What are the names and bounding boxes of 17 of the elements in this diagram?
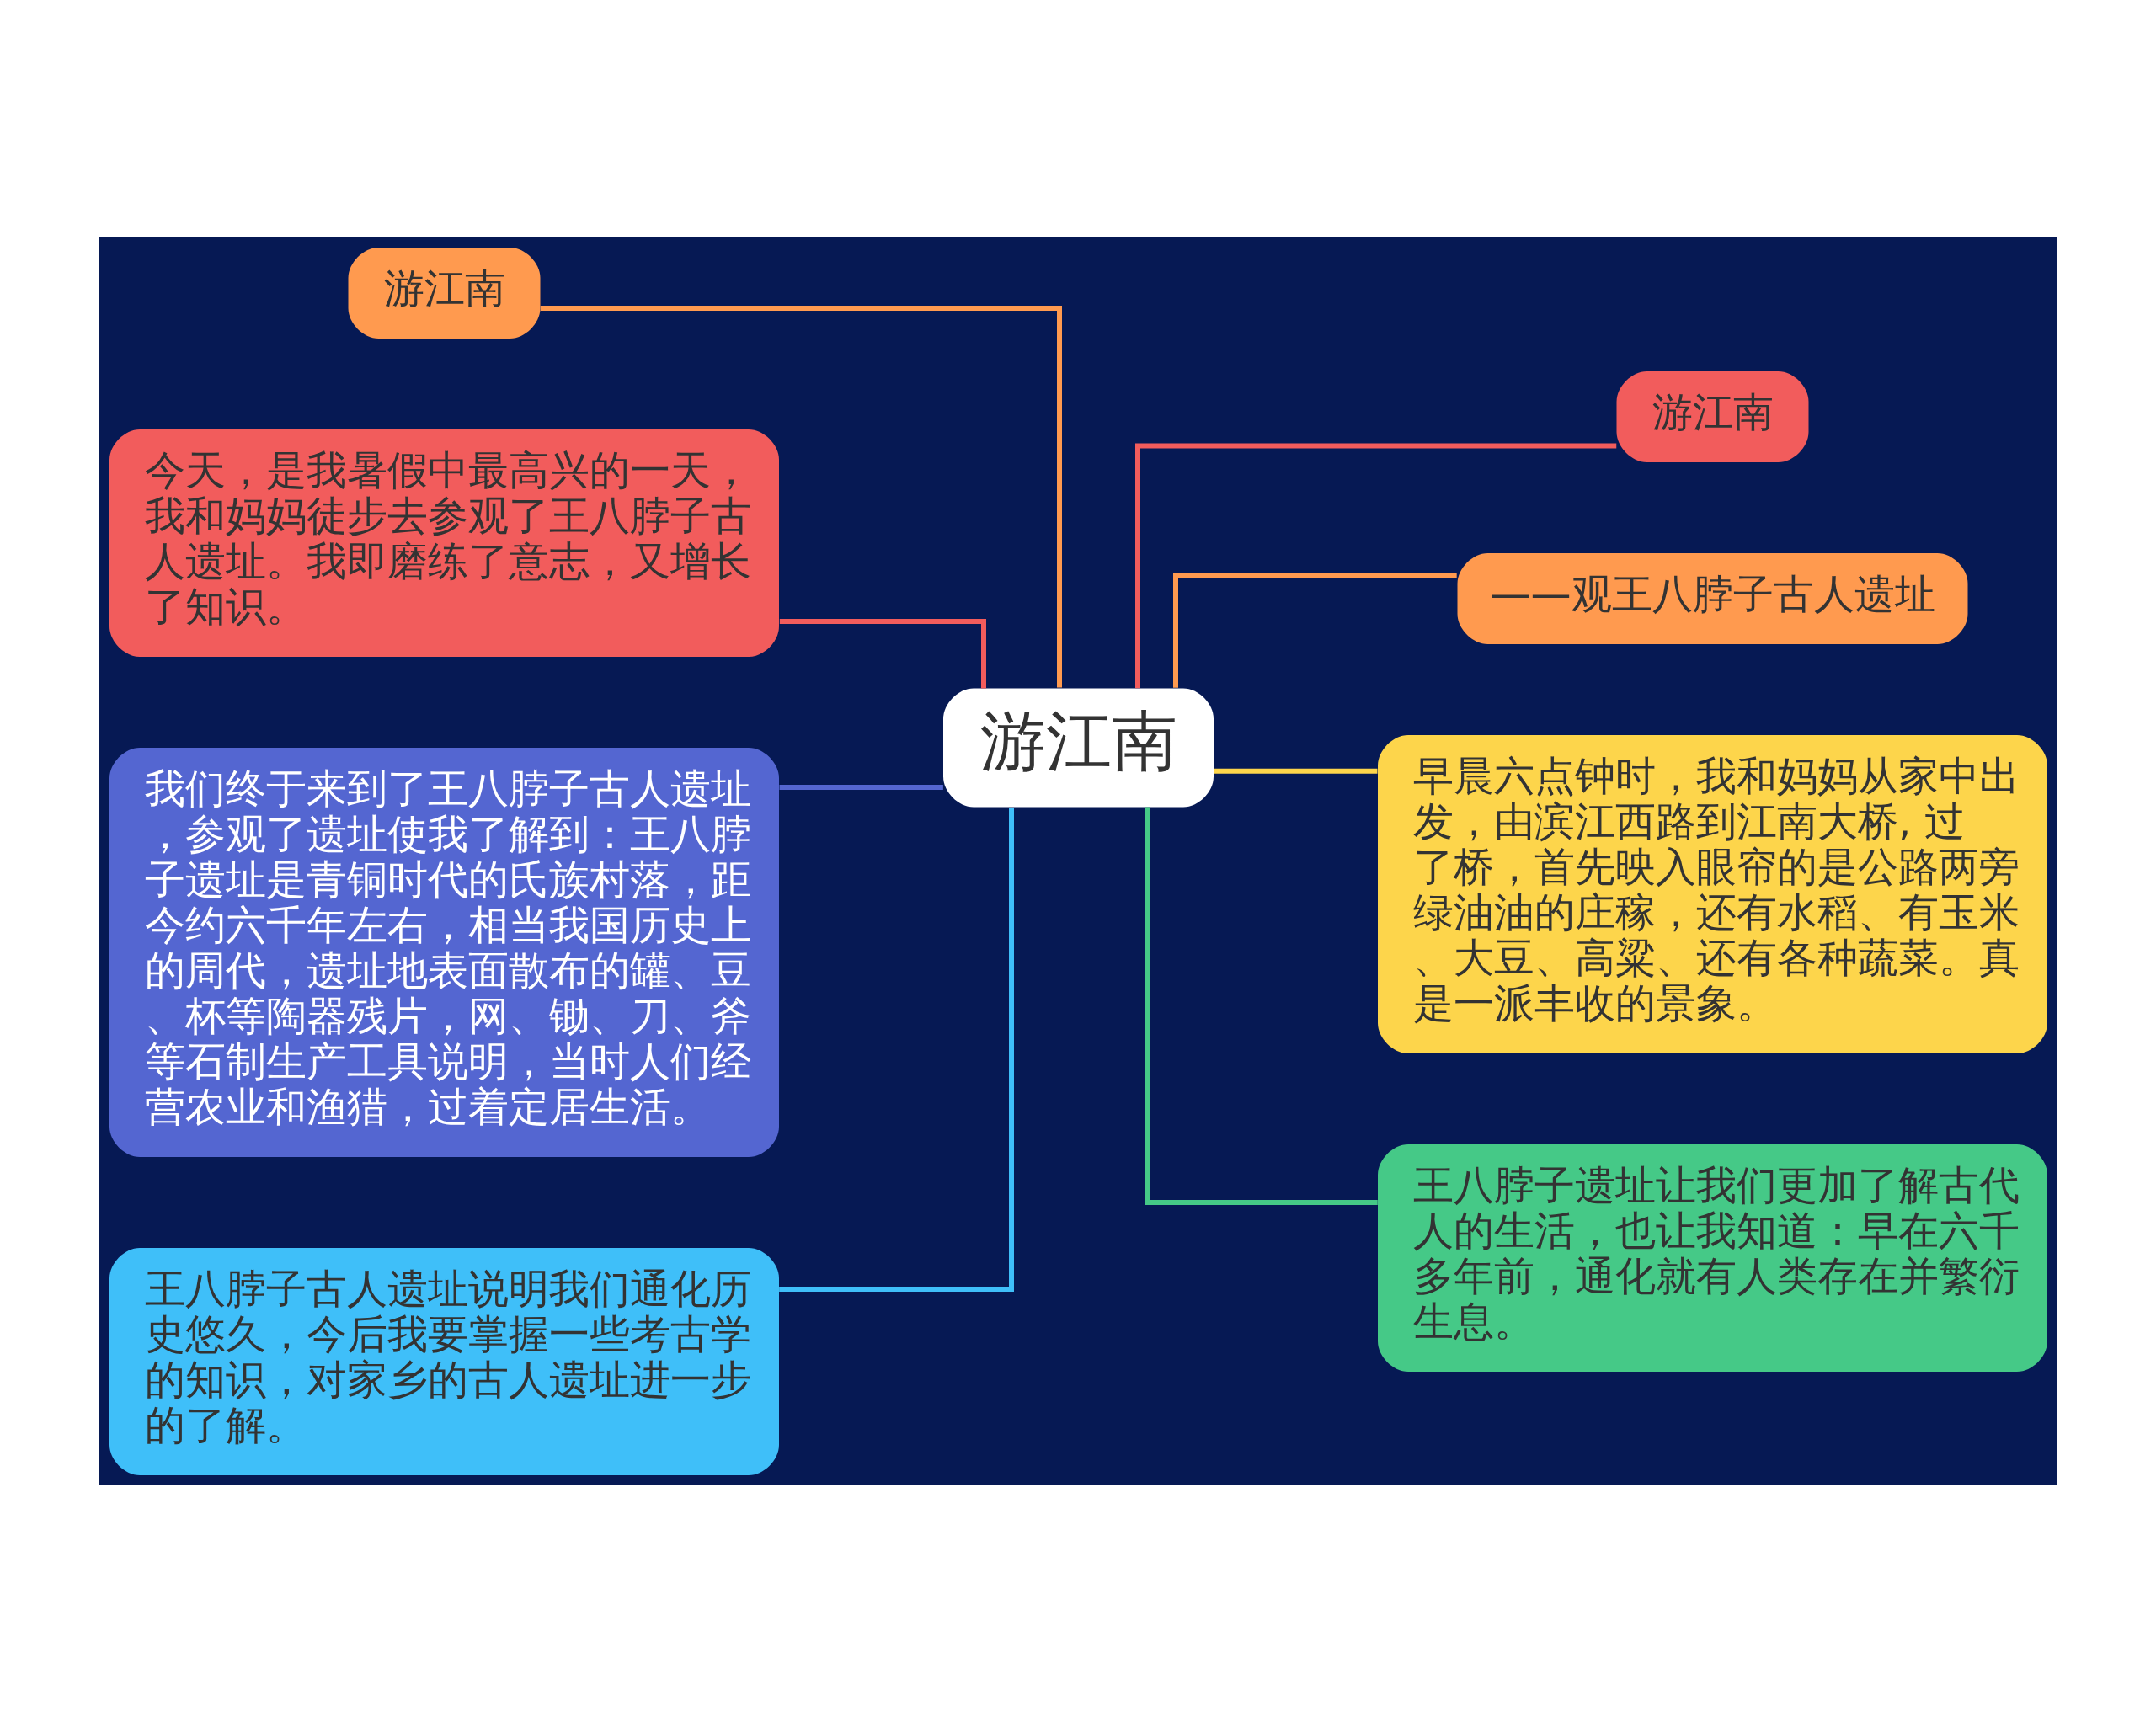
connector xyxy=(1213,768,1377,774)
node-box: 我们终于来到了王八脖子古人遗址，参观了遗址使我了解到：王八脖子遗址是青铜时代的氏族村落，距今约六千年左右，相当我国历史上的周代，遗址地表面散布的罐、豆、杯等陶器残片，网、锄、刀、斧等石制生产工具说明，当时人们经营农业和渔猎，过着定居生活。 xyxy=(109,747,779,1157)
connector xyxy=(778,807,1014,1292)
node-box: 游江南 xyxy=(942,688,1214,807)
node-box: ——观王八脖子古人遗址 xyxy=(1457,552,1967,644)
connector xyxy=(779,618,986,688)
node-box: 王八脖子古人遗址说明我们通化历史悠久，今后我要掌握一些考古学的知识，对家乡的古人遗址进一步的了解。 xyxy=(109,1247,779,1475)
node-box: 今天，是我暑假中最高兴的一天，我和妈妈徒步去参观了王八脖子古人遗址。我即磨练了意志，又增长了知识。 xyxy=(109,429,779,657)
node-box: 王八脖子遗址让我们更加了解古代人的生活，也让我知道：早在六千多年前，通化就有人类存在并繁衍生息。 xyxy=(1377,1144,2047,1372)
connector xyxy=(540,305,1062,687)
node-box: 游江南 xyxy=(1616,371,1808,462)
connector xyxy=(1134,443,1616,688)
connector xyxy=(779,784,943,790)
node-box: 游江南 xyxy=(348,247,540,339)
connector xyxy=(1172,573,1457,688)
connector xyxy=(1145,807,1378,1205)
node-box: 早晨六点钟时，我和妈妈从家中出发，由滨江西路到江南大桥, 过了桥，首先映入眼帘的是公路两旁绿油油的庄稼，还有水稻、有玉米、大豆、高粱、还有各种蔬菜。真是一派丰收的景象。 xyxy=(1377,734,2047,1053)
